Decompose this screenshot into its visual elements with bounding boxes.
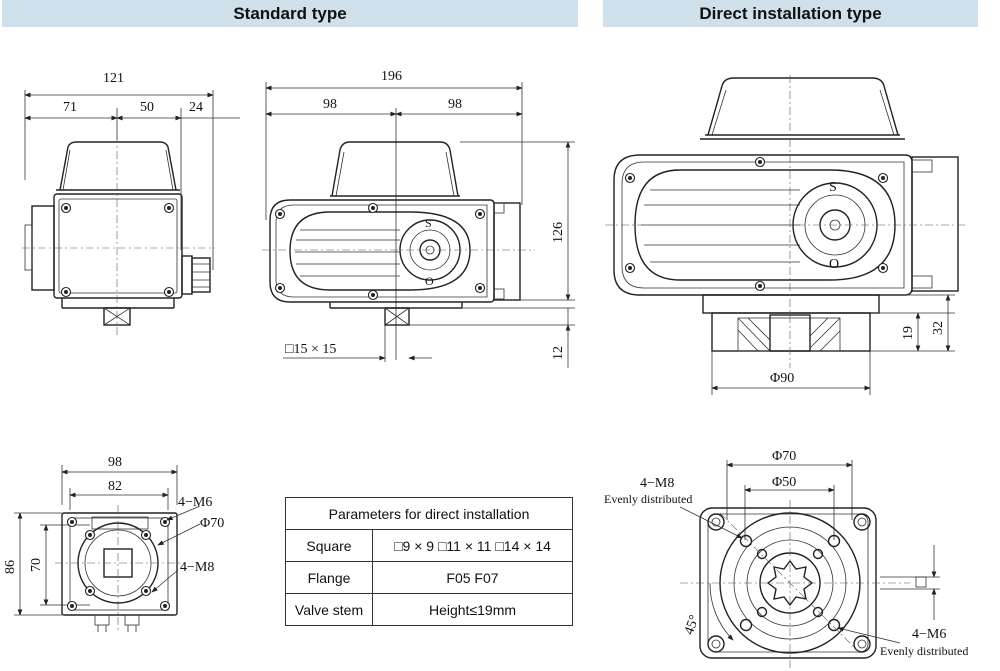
dim-32: 32	[931, 321, 946, 335]
dim-phi50-right: Φ50	[772, 475, 796, 490]
dim-71: 71	[63, 100, 77, 115]
direct-installation-header: Direct installation type	[603, 0, 978, 27]
table-cell-name: Valve stem	[285, 593, 373, 626]
dim-50: 50	[140, 100, 154, 115]
dim-98-left: 98	[323, 97, 337, 112]
dim-121: 121	[103, 71, 124, 86]
dim-70: 70	[29, 558, 44, 572]
mark-s-direct: S	[829, 180, 837, 195]
table-row: Valve stem Height≤19mm	[285, 593, 573, 626]
parameters-table: Parameters for direct installation Squar…	[285, 497, 573, 626]
table-cell-value: Height≤19mm	[372, 593, 573, 626]
direct-installation-title: Direct installation type	[699, 3, 882, 23]
label-4-m8-note: Evenly distributed	[604, 492, 692, 506]
direct-front-view: S O Φ90 19 32	[605, 75, 965, 395]
standard-type-title: Standard type	[233, 3, 347, 23]
standard-front-view: 196 98 98 S O	[262, 69, 575, 368]
table-cell-value: □9 × 9 □11 × 11 □14 × 14	[372, 529, 573, 562]
dim-86: 86	[3, 560, 18, 574]
dim-196: 196	[381, 69, 402, 84]
dim-24: 24	[189, 100, 203, 115]
bottom-right-flange-view: Φ70 Φ50	[604, 449, 968, 668]
bottom-left-flange-view: 98 82 86 70 4−M6	[3, 455, 224, 632]
dim-12: 12	[551, 346, 566, 360]
standard-side-view: 121 71 50 24	[22, 71, 240, 335]
dim-82: 82	[108, 479, 122, 494]
dim-98-bottom: 98	[108, 455, 122, 470]
table-cell-name: Flange	[285, 561, 373, 594]
label-4-m8-right: 4−M8	[640, 476, 674, 491]
label-4-m6-note: Evenly distributed	[880, 644, 968, 658]
corner-bolt-holes	[707, 513, 871, 653]
dim-126: 126	[551, 222, 566, 243]
label-4-m6-left: 4−M6	[178, 495, 212, 510]
angle-45-label: 45°	[682, 613, 703, 637]
dim-phi70-right: Φ70	[772, 449, 796, 464]
table-cell-value: F05 F07	[372, 561, 573, 594]
inner-bolt-holes	[739, 534, 841, 632]
label-4-m6-right: 4−M6	[912, 627, 946, 642]
dim-phi90: Φ90	[770, 371, 794, 386]
mark-o-direct: O	[829, 257, 839, 272]
label-4-m8-left: 4−M8	[180, 560, 214, 575]
square-15x15-label: □15 × 15	[285, 342, 336, 357]
table-row: Flange F05 F07	[285, 561, 573, 594]
dim-98-right: 98	[448, 97, 462, 112]
table-title-row: Parameters for direct installation	[285, 497, 573, 530]
dim-19: 19	[901, 326, 916, 340]
standard-type-header: Standard type	[2, 0, 578, 27]
table-row: Square □9 × 9 □11 × 11 □14 × 14	[285, 529, 573, 562]
label-phi70-left: Φ70	[200, 516, 224, 531]
mark-o-standard: O	[425, 274, 434, 288]
table-title: Parameters for direct installation	[285, 497, 573, 530]
mark-s-standard: S	[425, 216, 432, 230]
table-cell-name: Square	[285, 529, 373, 562]
